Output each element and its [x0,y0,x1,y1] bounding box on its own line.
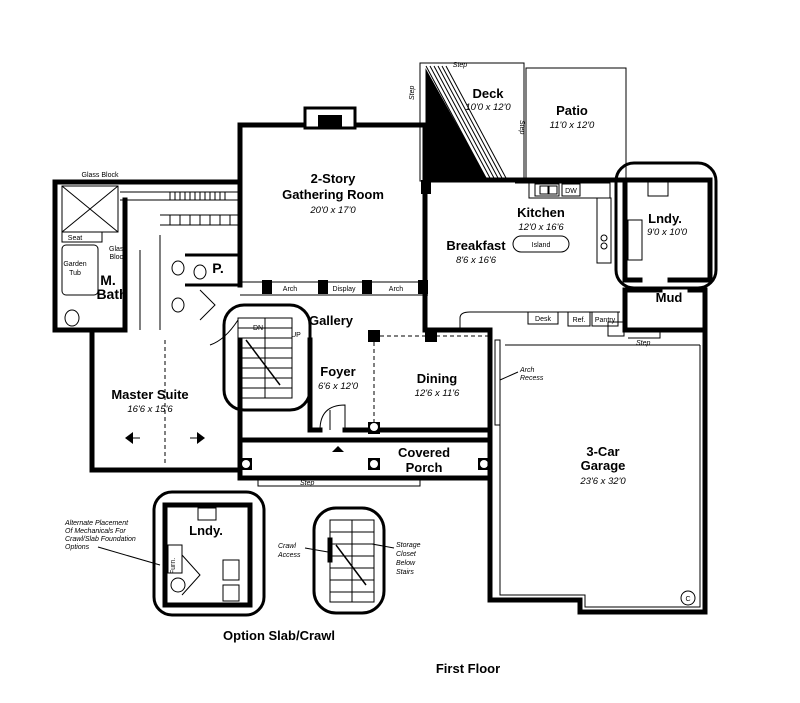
dn-label: DN [253,325,263,332]
option-caption: Option Slab/Crawl [223,628,335,643]
garage: 3-Car Garage 23'6 x 32'0 C [487,327,708,615]
deck-side-step-label: Step [409,85,416,100]
garden-tub [61,244,99,296]
covered-porch: Step Covered Porch [237,437,493,487]
garden-tub-label-2: Tub [69,270,81,277]
mud-step-label: Step [636,340,651,347]
storage-label-4: Stairs [396,569,414,576]
copyright-mark: C [685,596,690,603]
laundry-dim: 9'0 x 10'0 [647,227,688,238]
island-label: Island [532,242,551,249]
furn-label: Furn. [170,558,177,574]
porch-name-1: Covered [398,445,450,460]
laundry-name: Lndy. [648,211,682,226]
option-laundry-name: Lndy. [189,523,223,538]
garden-tub-label-1: Garden [63,261,86,268]
alt-label-4: Options [65,544,90,551]
gathering-room: Arch Display Arch 2-Story Gathering Room… [237,106,428,296]
closet-shelving [120,191,238,300]
storage-label-3: Below [396,560,416,567]
alt-label-3: Crawl/Slab Foundation [65,536,136,543]
gathering-dim: 20'0 x 17'0 [309,205,356,216]
dw-label: DW [565,188,577,195]
deck-right-step-label: Step [518,120,525,135]
deck-dim: 10'0 x 12'0 [465,102,511,113]
desk-label: Desk [535,316,551,323]
breakfast-dim: 8'6 x 16'6 [456,255,497,266]
patio-name: Patio [556,103,588,118]
mbath-name-1: M. [100,272,116,288]
master-dim: 16'6 x 15'6 [127,404,173,415]
gathering-name-2: Gathering Room [282,187,384,202]
pantry-label: Pantry [595,317,616,324]
dining-dim: 12'6 x 11'6 [415,388,460,399]
crawl-label-2: Access [277,552,301,559]
garage-name-1: 3-Car [586,444,619,459]
deck-patio-area: Step Step Step Deck 10'0 x 12'0 Patio 11… [409,62,627,182]
kitchen-breakfast: DW Island Desk Ref. Pantry Kitchen 12'0 … [421,177,623,333]
mbath-name-2: Bath [96,286,127,302]
arch-recess-label-2: Recess [520,375,544,382]
breakfast-name: Breakfast [446,238,506,253]
garage-dim: 23'6 x 32'0 [579,476,626,487]
garage-name-2: Garage [581,458,626,473]
deck-step-label: Step [453,62,468,69]
option-laundry: Furn. Lndy. Alternate Placement Of Mecha… [64,490,266,617]
porch-name-2: Porch [406,460,443,475]
option-crawl-stair: Crawl Access Storage Closet Below Stairs [277,506,421,615]
glass-block-side-2: Block [109,254,127,261]
arch-right-label: Arch [389,286,404,293]
gallery-name: Gallery [309,313,354,328]
floor-caption: First Floor [436,661,500,676]
glass-block-top-label: Glass Block [82,172,119,179]
foyer-dim: 6'6 x 12'0 [318,381,359,392]
alt-label-1: Alternate Placement [64,520,129,527]
gathering-name-1: 2-Story [311,171,357,186]
kitchen-name: Kitchen [517,205,565,220]
glass-block-side-1: Glass [109,246,127,253]
master-name: Master Suite [111,387,188,402]
kitchen-island [512,235,570,253]
storage-label-2: Closet [396,551,417,558]
sink [534,183,560,197]
foyer-name: Foyer [320,364,355,379]
laundry-mud: Lndy. 9'0 x 10'0 Mud Step [607,161,718,347]
master-bath-area: Glass Block Seat Garden Tub Glass Block … [52,172,243,333]
ref-label: Ref. [573,317,586,324]
up-label: UP [291,332,301,339]
arch-left-label: Arch [283,286,298,293]
deck-stairs-hatch [425,65,507,179]
master-suite: Master Suite 16'6 x 15'6 [89,319,243,473]
alt-label-2: Of Mechanicals For [65,528,126,535]
dining-name: Dining [417,371,457,386]
deck-name: Deck [472,86,504,101]
gallery-foyer: DN UP Gallery Foyer 6'6 x 12'0 Arch Rece… [222,303,544,443]
powder-name: P. [212,260,223,276]
mud-name: Mud [656,290,683,305]
storage-label-1: Storage [396,542,421,549]
arch-recess-label-1: Arch [519,367,535,374]
main-stair [237,317,293,399]
patio-dim: 11'0 x 12'0 [550,120,595,131]
display-label: Display [333,286,356,293]
crawl-label-1: Crawl [278,543,296,550]
kitchen-dim: 12'0 x 16'6 [518,222,564,233]
porch-step-label: Step [300,480,315,487]
seat-label: Seat [68,235,82,242]
